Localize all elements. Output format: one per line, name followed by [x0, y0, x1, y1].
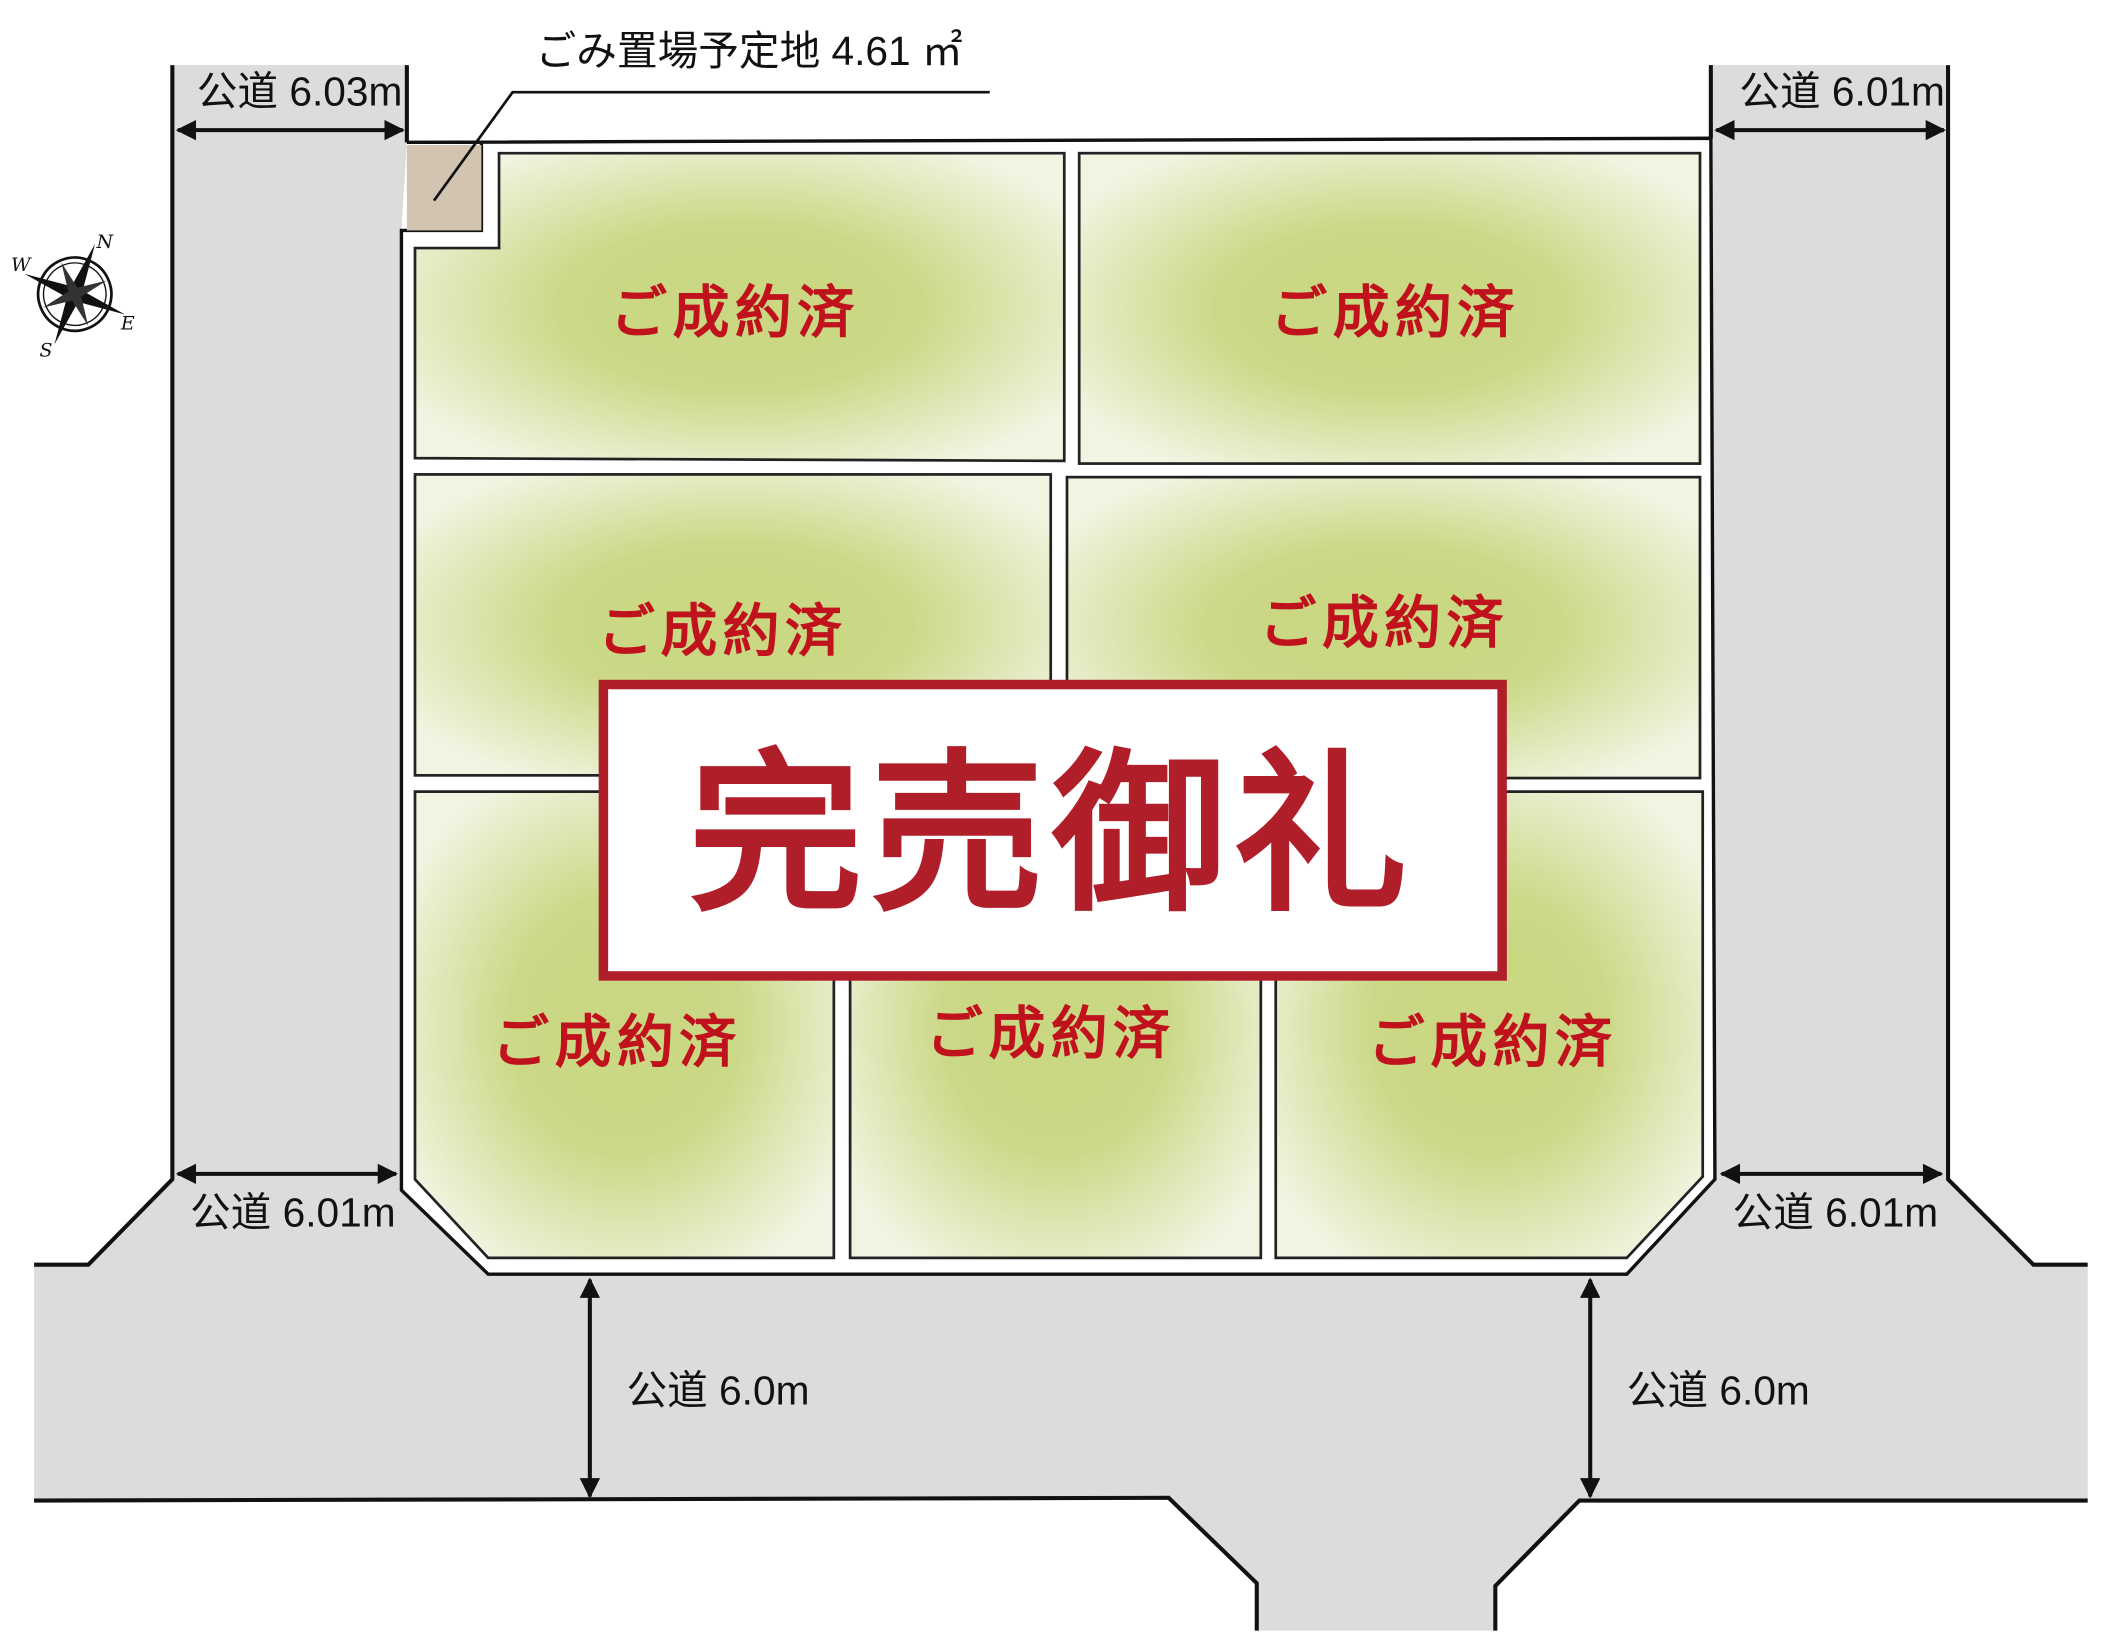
lot-7-status: ご成約済: [1368, 1009, 1617, 1075]
lots: [413, 151, 1705, 1260]
compass-icon: [24, 243, 126, 345]
road-west: [34, 65, 2088, 1631]
road-edge-south-right: [1493, 1498, 2088, 1631]
compass-s: S: [40, 339, 53, 361]
road-width-bottom-left: 公道 6.01m: [190, 1190, 396, 1236]
compass-n: N: [95, 231, 114, 253]
lot-1[interactable]: [413, 151, 1066, 463]
garbage-label: ごみ置場予定地 4.61 ㎡: [536, 28, 963, 74]
road-edge-west: [34, 65, 175, 1267]
road-width-south-left: 公道 6.0m: [626, 1367, 809, 1413]
garbage-leader-line: [432, 90, 990, 202]
lot-3-status: ご成約済: [598, 599, 847, 665]
compass-w: W: [11, 254, 32, 276]
lot-4-status: ご成約済: [1259, 591, 1508, 657]
road-edge-south: [34, 1495, 1259, 1631]
lot-2[interactable]: [1077, 151, 1702, 465]
lot-5-status: ご成約済: [492, 1009, 741, 1075]
road-edge-east-outer: [1946, 65, 2088, 1267]
roads: [34, 65, 2088, 1631]
lot-1-status: ご成約済: [610, 280, 859, 346]
road-width-south-right: 公道 6.0m: [1627, 1367, 1810, 1413]
road-width-top-left: 公道 6.03m: [197, 69, 403, 115]
compass-e: E: [120, 312, 135, 334]
lot-2-status: ご成約済: [1270, 280, 1519, 346]
road-width-bottom-right: 公道 6.01m: [1733, 1190, 1939, 1236]
sold-out-title: 完売御礼: [689, 734, 1416, 936]
road-width-top-right: 公道 6.01m: [1739, 69, 1945, 115]
lot-6-status: ご成約済: [926, 1001, 1175, 1067]
sold-out-sign: [598, 679, 1507, 981]
